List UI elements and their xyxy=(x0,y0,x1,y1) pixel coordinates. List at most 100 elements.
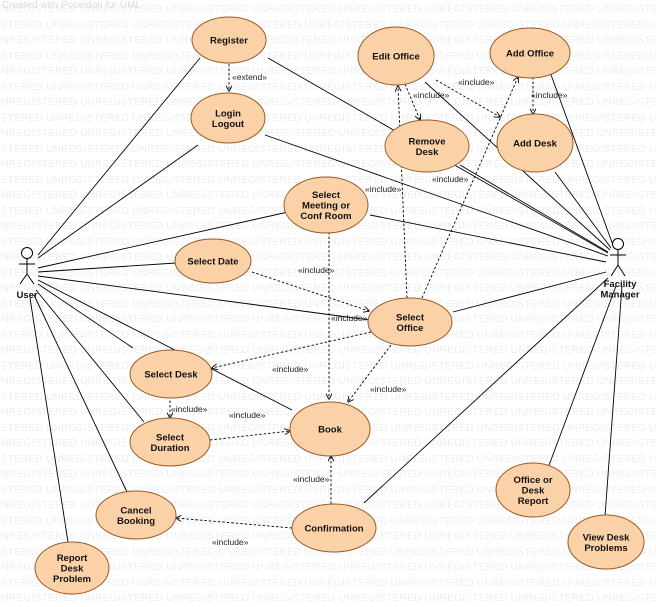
assoc-user-select-office xyxy=(37,275,371,321)
dep-selectoffice-edit xyxy=(398,86,408,299)
assoc-user-select-meeting xyxy=(37,211,289,269)
usecase-label: Remove xyxy=(409,136,446,147)
label-include-addoffice-adddesk: «include» xyxy=(531,90,568,100)
usecase-label: Report xyxy=(518,496,549,507)
actor-user-label: User xyxy=(16,290,37,301)
usecase-label: Conf Room xyxy=(300,211,351,222)
usecase-label: Add Desk xyxy=(513,139,558,150)
actor-user-leg-right xyxy=(26,273,35,285)
usecase-edit-office[interactable]: Edit Office xyxy=(357,26,435,86)
usecase-ellipse xyxy=(289,401,371,457)
actor-user[interactable] xyxy=(19,247,35,285)
usecase-ellipse xyxy=(495,462,571,518)
usecase-ellipse xyxy=(95,490,177,540)
actor-manager-head xyxy=(612,238,624,250)
usecase-ellipse xyxy=(384,119,470,173)
usecase-label: Report xyxy=(57,553,88,564)
dep-selectdate-selectoffice xyxy=(251,271,369,311)
watermark-stamp: Created with Poseidon for UML xyxy=(2,0,141,11)
assoc-mgr-select-meeting xyxy=(369,214,607,263)
label-include-selectoffice-book: «include» xyxy=(370,384,407,394)
usecase-label: Office xyxy=(397,323,424,334)
actor-manager-leg-left xyxy=(610,264,619,277)
assoc-user-login xyxy=(37,144,199,259)
label-include-confirmation-cancel: «include» xyxy=(212,537,249,547)
dep-selectoffice-book xyxy=(348,344,392,402)
actor-facility-manager[interactable] xyxy=(610,238,626,277)
usecase-add-desk[interactable]: Add Desk xyxy=(496,113,574,173)
dependencies xyxy=(170,64,533,529)
label-include-select-office-edit: «include» xyxy=(365,184,402,194)
label-include-duration-book: «include» xyxy=(229,410,266,420)
usecase-ellipse xyxy=(191,16,267,64)
assoc-user-cancel-booking xyxy=(33,294,128,493)
manager-associations xyxy=(264,57,623,517)
actor-manager-label-line: Manager xyxy=(600,290,639,301)
label-include-edit-remove: «include» xyxy=(413,90,450,100)
dependency-labels: «extend» «include» «include» «include» «… xyxy=(171,72,568,547)
usecase-label: Desk xyxy=(61,564,84,575)
usecase-label: View Desk xyxy=(583,532,631,543)
label-include-selectdate: «include» xyxy=(298,265,335,275)
assoc-mgr-add-desk xyxy=(554,171,612,249)
label-include-confirmation-book: «include» xyxy=(293,474,330,484)
user-associations xyxy=(29,57,371,543)
usecase-label: Select Date xyxy=(187,257,238,268)
assoc-user-select-duration xyxy=(35,289,145,423)
dep-confirmation-cancel xyxy=(176,518,293,529)
dep-selectoffice-selectdesk xyxy=(212,331,372,368)
dep-selectoffice-addoffice xyxy=(421,77,518,299)
dep-edit-adddesk xyxy=(435,79,500,117)
assoc-mgr-select-office xyxy=(452,271,607,313)
usecase-label: Select xyxy=(396,312,425,323)
actor-manager-leg-right xyxy=(617,264,626,277)
label-include-duration: «include» xyxy=(171,404,208,414)
usecase-label: Office or xyxy=(513,475,552,486)
usecase-label: Duration xyxy=(150,443,189,454)
usecase-register[interactable]: Register xyxy=(191,16,267,64)
assoc-mgr-office-report xyxy=(547,285,617,469)
usecase-ellipse xyxy=(567,514,645,570)
label-include-select-meeting: «include» xyxy=(331,313,368,323)
label-include-selectdesk: «include» xyxy=(272,364,309,374)
usecase-add-office[interactable]: Add Office xyxy=(489,27,571,79)
actor-user-head xyxy=(21,247,33,259)
usecase-label: Confirmation xyxy=(304,524,363,535)
usecase-ellipse xyxy=(357,26,435,86)
assoc-user-report-problem xyxy=(29,297,69,543)
usecase-book[interactable]: Book xyxy=(289,401,371,457)
dep-edit-remove xyxy=(404,83,420,120)
usecase-label: Problem xyxy=(53,574,91,585)
usecase-label: Edit Office xyxy=(372,52,420,63)
usecase-label: Book xyxy=(318,425,342,436)
usecase-confirmation[interactable]: Confirmation xyxy=(291,503,377,553)
usecase-ellipse xyxy=(129,349,213,399)
usecase-label: Select xyxy=(156,432,185,443)
usecase-ellipse xyxy=(283,176,369,234)
usecase-label: Select xyxy=(312,190,341,201)
actor-manager-label-line: Facility xyxy=(604,279,637,290)
usecase-label: Booking xyxy=(117,516,155,527)
usecase-label: Add Office xyxy=(506,49,554,60)
assoc-user-select-desk xyxy=(37,283,134,349)
usecase-label: Desk xyxy=(522,486,545,497)
usecase-select-date[interactable]: Select Date xyxy=(174,238,252,284)
assoc-mgr-view-problems xyxy=(604,285,623,517)
usecase-label: Login xyxy=(215,108,241,119)
assoc-mgr-login xyxy=(264,134,609,257)
usecase-select-desk[interactable]: Select Desk xyxy=(129,349,213,399)
usecase-ellipse xyxy=(190,92,266,144)
assoc-mgr-confirmation xyxy=(363,277,609,504)
label-extend: «extend» xyxy=(232,72,267,82)
